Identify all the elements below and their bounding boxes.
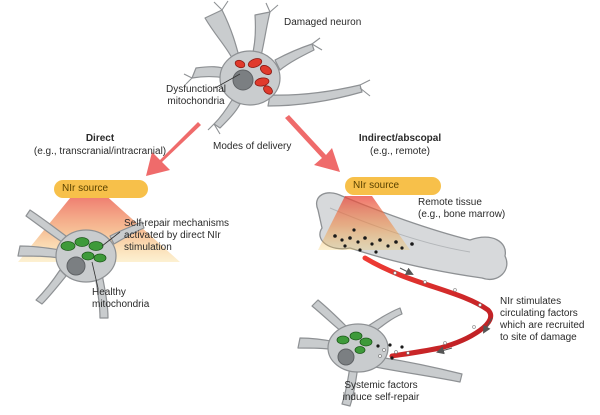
systemic-line2: induce self-repair [342,392,420,403]
dysfunctional-mitochondria-label: Dysfunctional mitochondria [156,84,236,108]
indirect-example: (e.g., remote) [369,146,431,157]
repaired-mitochondria-icon [336,331,373,354]
stim-line2: circulating factors [500,308,578,319]
healthy-mitochondria-icon [60,237,107,263]
direct-title: Direct [85,133,115,144]
indirect-beam [318,196,410,250]
indirect-arrow-icon [285,115,340,172]
flow-arrow-icon [399,267,414,275]
systemic-factors-label: Systemic factors induce self-repair [326,380,436,404]
direct-example: (e.g., transcranial/intracranial) [33,146,167,157]
direct-neuron [17,192,180,319]
modes-of-delivery-label: Modes of delivery [213,141,292,152]
direct-nir-source-bar [54,180,148,198]
self-repair-label: Self-repair mechanisms activated by dire… [124,218,229,254]
recruited-factors [376,343,410,360]
healthy-mitochondria-label: Healthy mitochondria [92,287,149,311]
delivery-arrows [146,115,340,176]
flow-arrow-icon [483,317,493,334]
damaged-neuron [183,0,371,135]
direct-source-label: NIr source [62,183,109,194]
stim-line1: NIr stimulates [500,296,562,307]
damaged-neuron-label: Damaged neuron [284,17,362,28]
stim-line4: to site of damage [500,332,577,343]
nir-stimulates-label: NIr stimulates circulating factors which… [500,296,584,344]
stim-line3: which are recruited [500,320,585,331]
remote-tissue-label: Remote tissue (e.g., bone marrow) [418,197,505,221]
indirect-source-label: NIr source [353,180,400,191]
repaired-neuron [297,299,463,407]
healthy-line1: Healthy [92,287,126,298]
remote-line1: Remote tissue [418,197,482,208]
indirect-title: Indirect/abscopal [358,133,442,144]
indirect-nir-source-bar [345,177,441,195]
healthy-line2: mitochondria [92,299,150,310]
dysfunctional-mitochondria-icon [234,58,273,95]
flow-arrow-icon [436,346,453,355]
dysfunctional-line1: Dysfunctional [165,84,227,95]
self-repair-line1: Self-repair mechanisms [124,218,230,229]
nucleus-top [232,69,254,91]
circulating-factors [393,271,482,345]
blood-vessel [362,255,493,359]
systemic-line1: Systemic factors [344,380,418,391]
dysfunctional-line2: mitochondria [167,96,225,107]
remote-line2: (e.g., bone marrow) [418,209,506,220]
self-repair-line2: activated by direct NIr [124,230,221,241]
direct-arrow-icon [146,122,201,176]
nucleus-direct [66,256,86,276]
self-repair-line3: stimulation [124,242,172,253]
nucleus-repaired [337,348,355,366]
bone-marrow-cells [333,228,414,254]
